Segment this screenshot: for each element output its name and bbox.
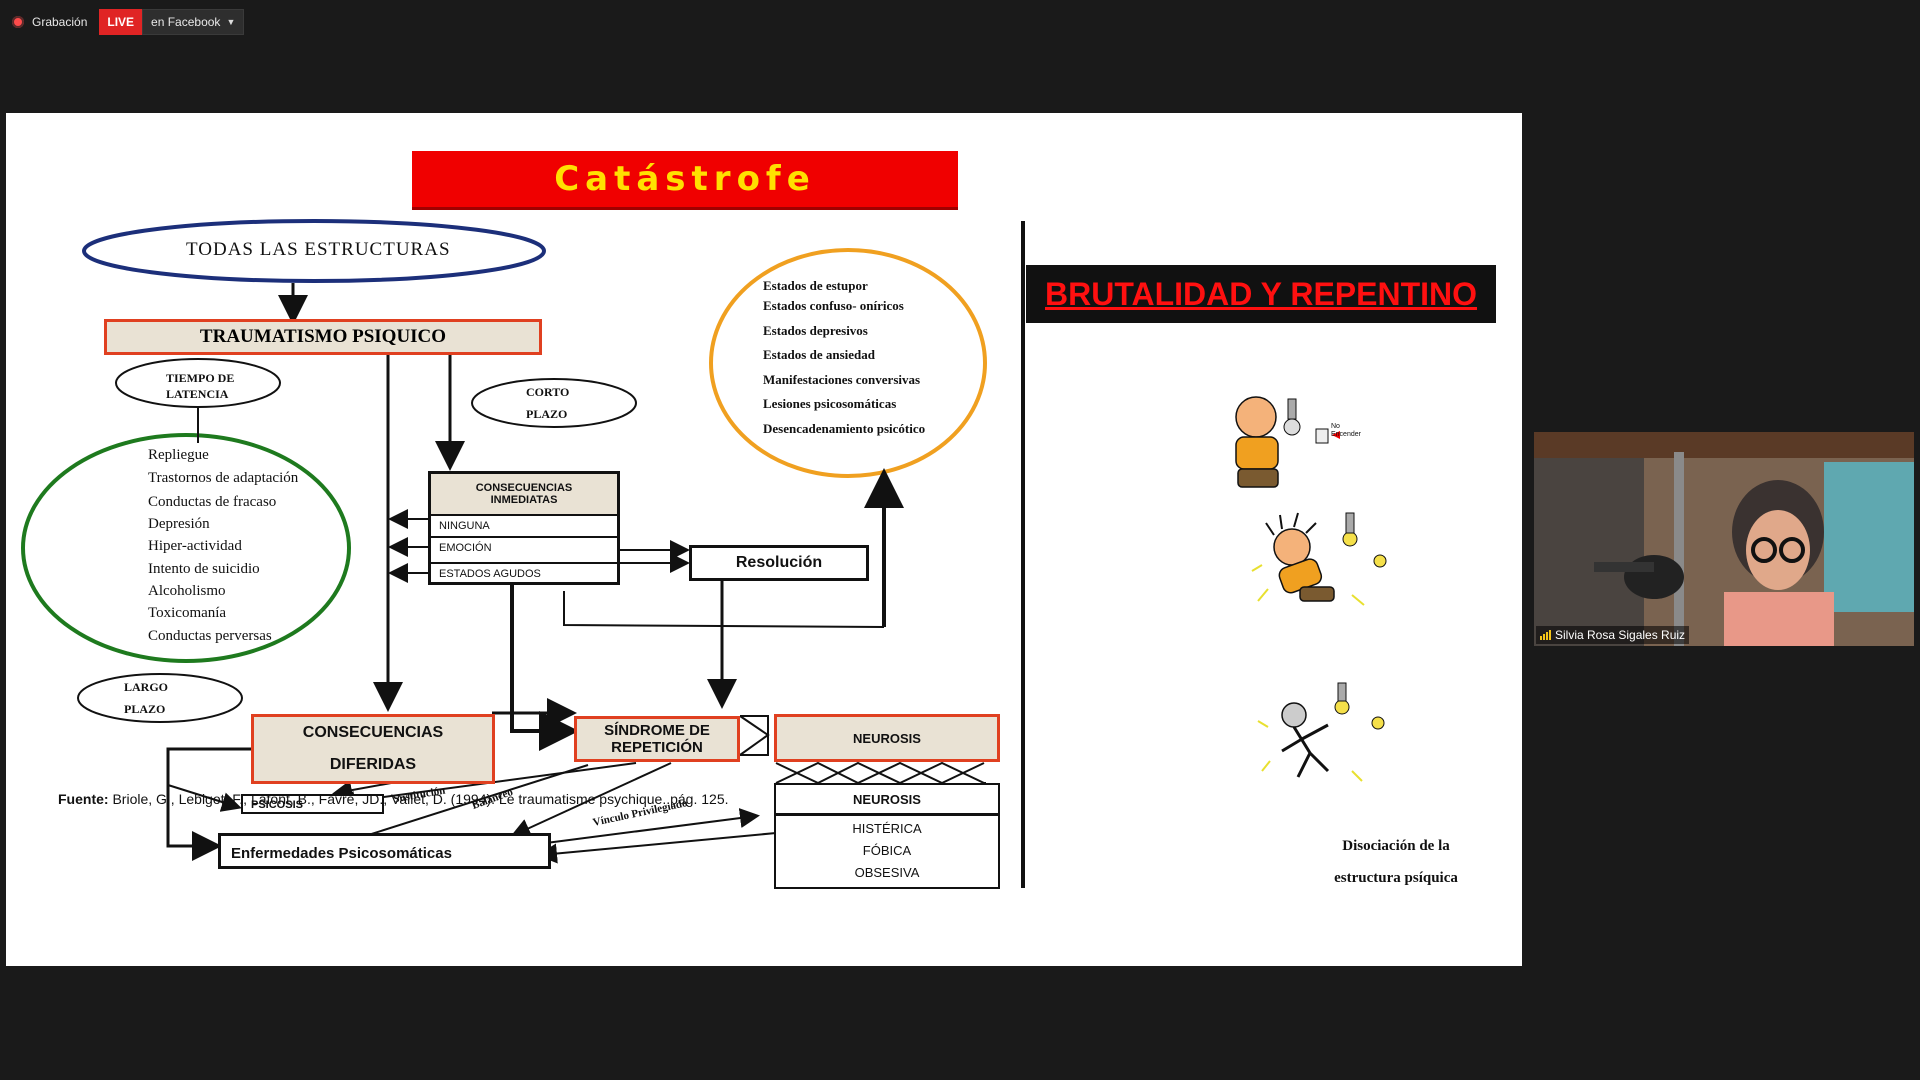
chevron-down-icon: ▼ bbox=[226, 17, 236, 27]
live-target-dropdown[interactable]: en Facebook ▼ bbox=[142, 9, 245, 35]
record-icon bbox=[12, 16, 24, 28]
list-item: Manifestaciones conversivas bbox=[763, 372, 921, 387]
video-frame bbox=[1534, 432, 1914, 646]
short-term-label-1: CORTO bbox=[526, 385, 570, 399]
recording-bar: Grabación LIVE en Facebook ▼ bbox=[12, 8, 245, 36]
repetition-syndrome-box: SÍNDROME DE REPETICIÓN bbox=[574, 716, 740, 762]
participant-name-tag: Silvia Rosa Sigales Ruiz bbox=[1536, 626, 1690, 644]
deferred-label-2: DIFERIDAS bbox=[329, 756, 417, 773]
source-citation: Fuente: Briole, G., Lebigot, F., Lafont,… bbox=[58, 791, 729, 807]
list-item: Conductas de fracaso bbox=[148, 494, 277, 510]
table-row: EMOCIÓN bbox=[431, 536, 617, 562]
encender-label: Encender bbox=[1331, 431, 1361, 438]
participant-video[interactable]: Silvia Rosa Sigales Ruiz bbox=[1534, 432, 1914, 646]
list-item: Estados de ansiedad bbox=[763, 347, 875, 362]
source-text: Briole, G., Lebigot, F., Lafont, B., Fav… bbox=[108, 791, 729, 807]
list-item: Conductas perversas bbox=[148, 628, 272, 644]
neurosis-top-label: NEUROSIS bbox=[853, 730, 921, 746]
immediate-consequences-box: CONSECUENCIAS INMEDIATAS NINGUNA EMOCIÓN… bbox=[428, 471, 620, 585]
list-item: Estados de estupor bbox=[763, 278, 868, 293]
all-structures-label: TODAS LAS ESTRUCTURAS bbox=[186, 239, 451, 260]
shared-slide: Catástrofe TODAS LAS ESTRUCTURAS TRAUMAT… bbox=[6, 113, 1522, 966]
diagram-lines bbox=[21, 219, 1387, 888]
live-badge: LIVE bbox=[99, 9, 143, 35]
immediate-row: NINGUNA bbox=[439, 520, 490, 532]
latency-label-1: TIEMPO DE bbox=[166, 371, 235, 385]
repetition-label-1: SÍNDROME DE bbox=[604, 722, 710, 739]
trauma-box: TRAUMATISMO PSIQUICO bbox=[104, 319, 542, 355]
caption-line-2: estructura psíquica bbox=[1334, 870, 1458, 886]
repetition-label-2: REPETICIÓN bbox=[611, 739, 703, 756]
table-row: NINGUNA bbox=[431, 514, 617, 536]
immediate-label-2: INMEDIATAS bbox=[490, 494, 558, 506]
neurosis-types-header: NEUROSIS bbox=[776, 785, 998, 816]
list-item: Toxicomanía bbox=[148, 605, 227, 621]
slide-title-bar: Catástrofe bbox=[412, 151, 958, 210]
list-item: Hiper-actividad bbox=[148, 538, 242, 554]
list-item: Intento de suicidio bbox=[148, 561, 260, 577]
long-term-label-1: LARGO bbox=[124, 680, 169, 694]
orange-ellipse bbox=[709, 248, 987, 478]
neurosis-box-label: NEUROSIS bbox=[853, 791, 921, 807]
caption-line-1: Disociación de la bbox=[1342, 838, 1450, 854]
short-term-label-2: PLAZO bbox=[526, 407, 568, 421]
list-item: Depresión bbox=[148, 516, 210, 532]
figure-2 bbox=[1251, 512, 1387, 606]
resolution-box: Resolución bbox=[689, 545, 869, 581]
list-item: Desencadenamiento psicótico bbox=[763, 421, 926, 436]
resolution-label: Resolución bbox=[735, 554, 823, 571]
immediate-row: EMOCIÓN bbox=[439, 542, 492, 554]
neurosis-type: FÓBICA bbox=[862, 843, 912, 858]
list-item: Lesiones psicosomáticas bbox=[763, 396, 897, 411]
live-stream-control[interactable]: LIVE en Facebook ▼ bbox=[99, 9, 245, 35]
psicosis-box: PSICOSIS bbox=[241, 794, 384, 814]
neurosis-top-box: NEUROSIS bbox=[774, 714, 1000, 762]
psychosomatic-label: Enfermedades Psicosomáticas bbox=[231, 845, 452, 862]
all-structures-ellipse bbox=[82, 219, 546, 283]
neurosis-type: OBSESIVA bbox=[854, 865, 920, 880]
list-item: Estados depresivos bbox=[763, 323, 868, 338]
participant-name: Silvia Rosa Sigales Ruiz bbox=[1555, 628, 1686, 642]
no-label: No bbox=[1331, 423, 1340, 430]
long-term-ellipse bbox=[77, 673, 243, 723]
list-item: Alcoholismo bbox=[148, 583, 226, 599]
list-item: Repliegue bbox=[148, 447, 209, 463]
deferred-label-1: CONSECUENCIAS bbox=[302, 724, 444, 741]
list-item: Trastornos de adaptación bbox=[148, 470, 299, 486]
deferred-consequences-box: CONSECUENCIAS DIFERIDAS bbox=[251, 714, 495, 784]
signal-strength-icon bbox=[1540, 630, 1551, 640]
slide-title: Catástrofe bbox=[554, 159, 816, 199]
neurosis-type: HISTÉRICA bbox=[852, 821, 922, 836]
figure-3 bbox=[1257, 682, 1385, 782]
psicosis-label: PSICOSIS bbox=[251, 799, 303, 811]
psychosomatic-box: Enfermedades Psicosomáticas bbox=[218, 833, 551, 869]
short-term-ellipse bbox=[471, 378, 637, 428]
recording-label: Grabación bbox=[32, 15, 88, 29]
immediate-header: CONSECUENCIAS INMEDIATAS bbox=[431, 474, 617, 514]
source-label: Fuente: bbox=[58, 791, 109, 807]
list-item: Estados confuso- oníricos bbox=[763, 298, 904, 313]
long-term-label-2: PLAZO bbox=[124, 702, 166, 716]
figure-caption: Disociación de la estructura psíquica bbox=[1306, 830, 1486, 894]
latency-label-2: LATENCIA bbox=[166, 387, 229, 401]
figure-1 bbox=[1235, 396, 1340, 488]
brutality-label: BRUTALIDAD Y REPENTINO bbox=[1044, 275, 1478, 312]
brutality-banner: BRUTALIDAD Y REPENTINO bbox=[1026, 265, 1496, 323]
green-ellipse bbox=[21, 433, 351, 663]
immediate-row: ESTADOS AGUDOS bbox=[439, 568, 541, 580]
live-target-label: en Facebook bbox=[151, 15, 221, 29]
trauma-label: TRAUMATISMO PSIQUICO bbox=[199, 326, 447, 347]
neurosis-types-box: NEUROSIS HISTÉRICA FÓBICA OBSESIVA bbox=[774, 783, 1000, 889]
immediate-label-1: CONSECUENCIAS bbox=[475, 482, 573, 494]
table-row: ESTADOS AGUDOS bbox=[431, 562, 617, 584]
